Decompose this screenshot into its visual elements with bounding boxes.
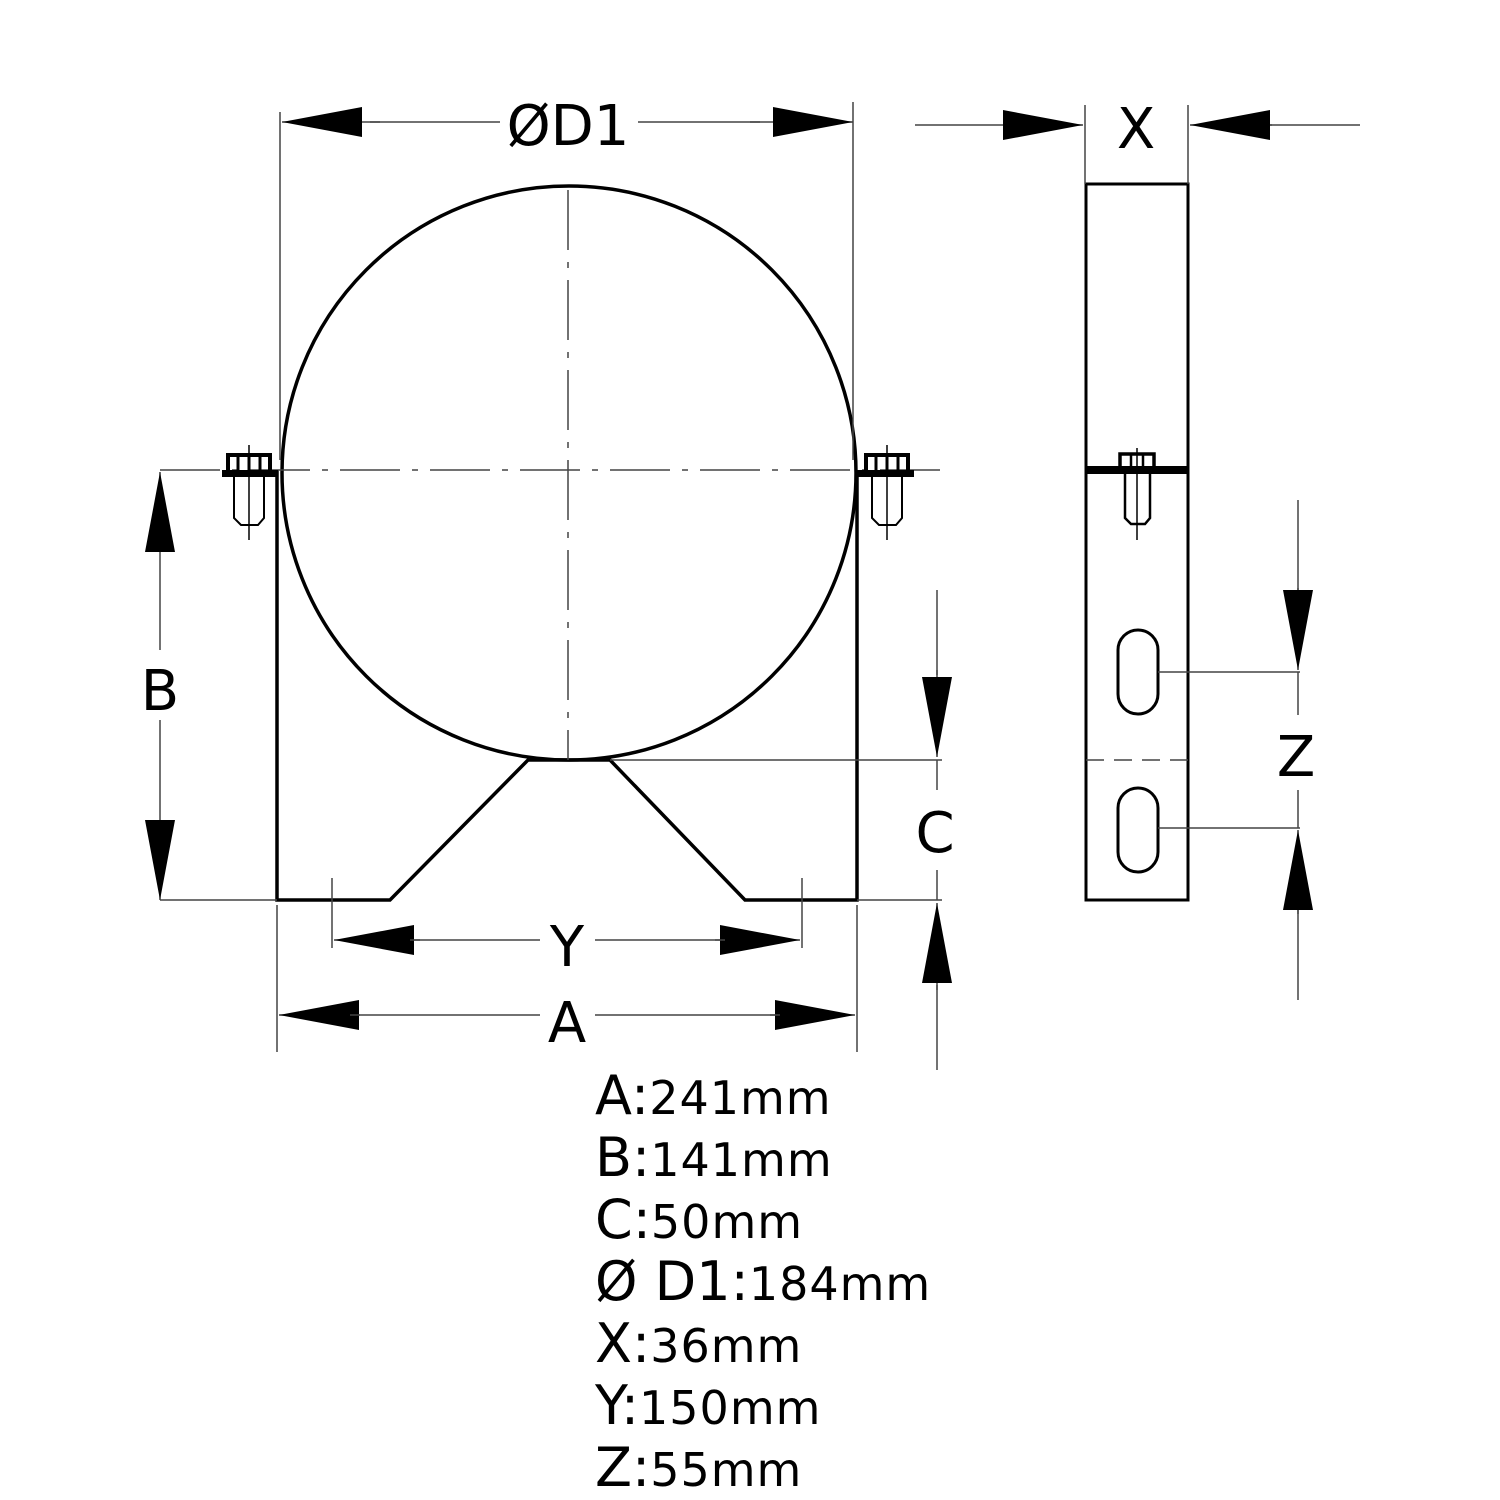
pipe-circle [280, 184, 858, 762]
front-view [160, 184, 940, 902]
dimension-y: Y [331, 878, 803, 980]
dimension-a: A [276, 905, 858, 1056]
slot-lower [1116, 786, 1160, 874]
dimension-d1: ØD1 [279, 94, 854, 460]
legend-item: B:141mm [595, 1126, 833, 1189]
bolt-left-icon [222, 445, 278, 540]
legend-item: A:241mm [595, 1064, 832, 1127]
label-a: A [548, 991, 586, 1056]
legend-item: C:50mm [595, 1188, 804, 1251]
legend-item: Ø D1:184mm [595, 1250, 932, 1313]
label-x: X [1117, 97, 1155, 162]
dimension-x: X [915, 97, 1360, 184]
legend-item: Z:55mm [595, 1436, 803, 1499]
dimension-b: B [141, 472, 277, 901]
dimension-z: Z [1158, 500, 1315, 1000]
side-view [1084, 182, 1190, 902]
slot-upper [1116, 628, 1160, 716]
legend-item: Y:150mm [595, 1374, 822, 1437]
label-z: Z [1277, 725, 1315, 790]
legend-item: X:36mm [595, 1312, 803, 1375]
label-b: B [141, 659, 179, 724]
bolt-side-icon [1118, 448, 1156, 540]
bracket-outline [275, 470, 859, 902]
dimension-c: C [610, 590, 955, 1070]
label-c: C [915, 801, 954, 866]
label-d1: ØD1 [507, 94, 630, 159]
dimension-legend: A:241mm B:141mm C:50mm Ø D1:184mm X:36mm… [595, 1065, 931, 1499]
bolt-right-icon [858, 445, 914, 540]
label-y: Y [549, 915, 585, 980]
